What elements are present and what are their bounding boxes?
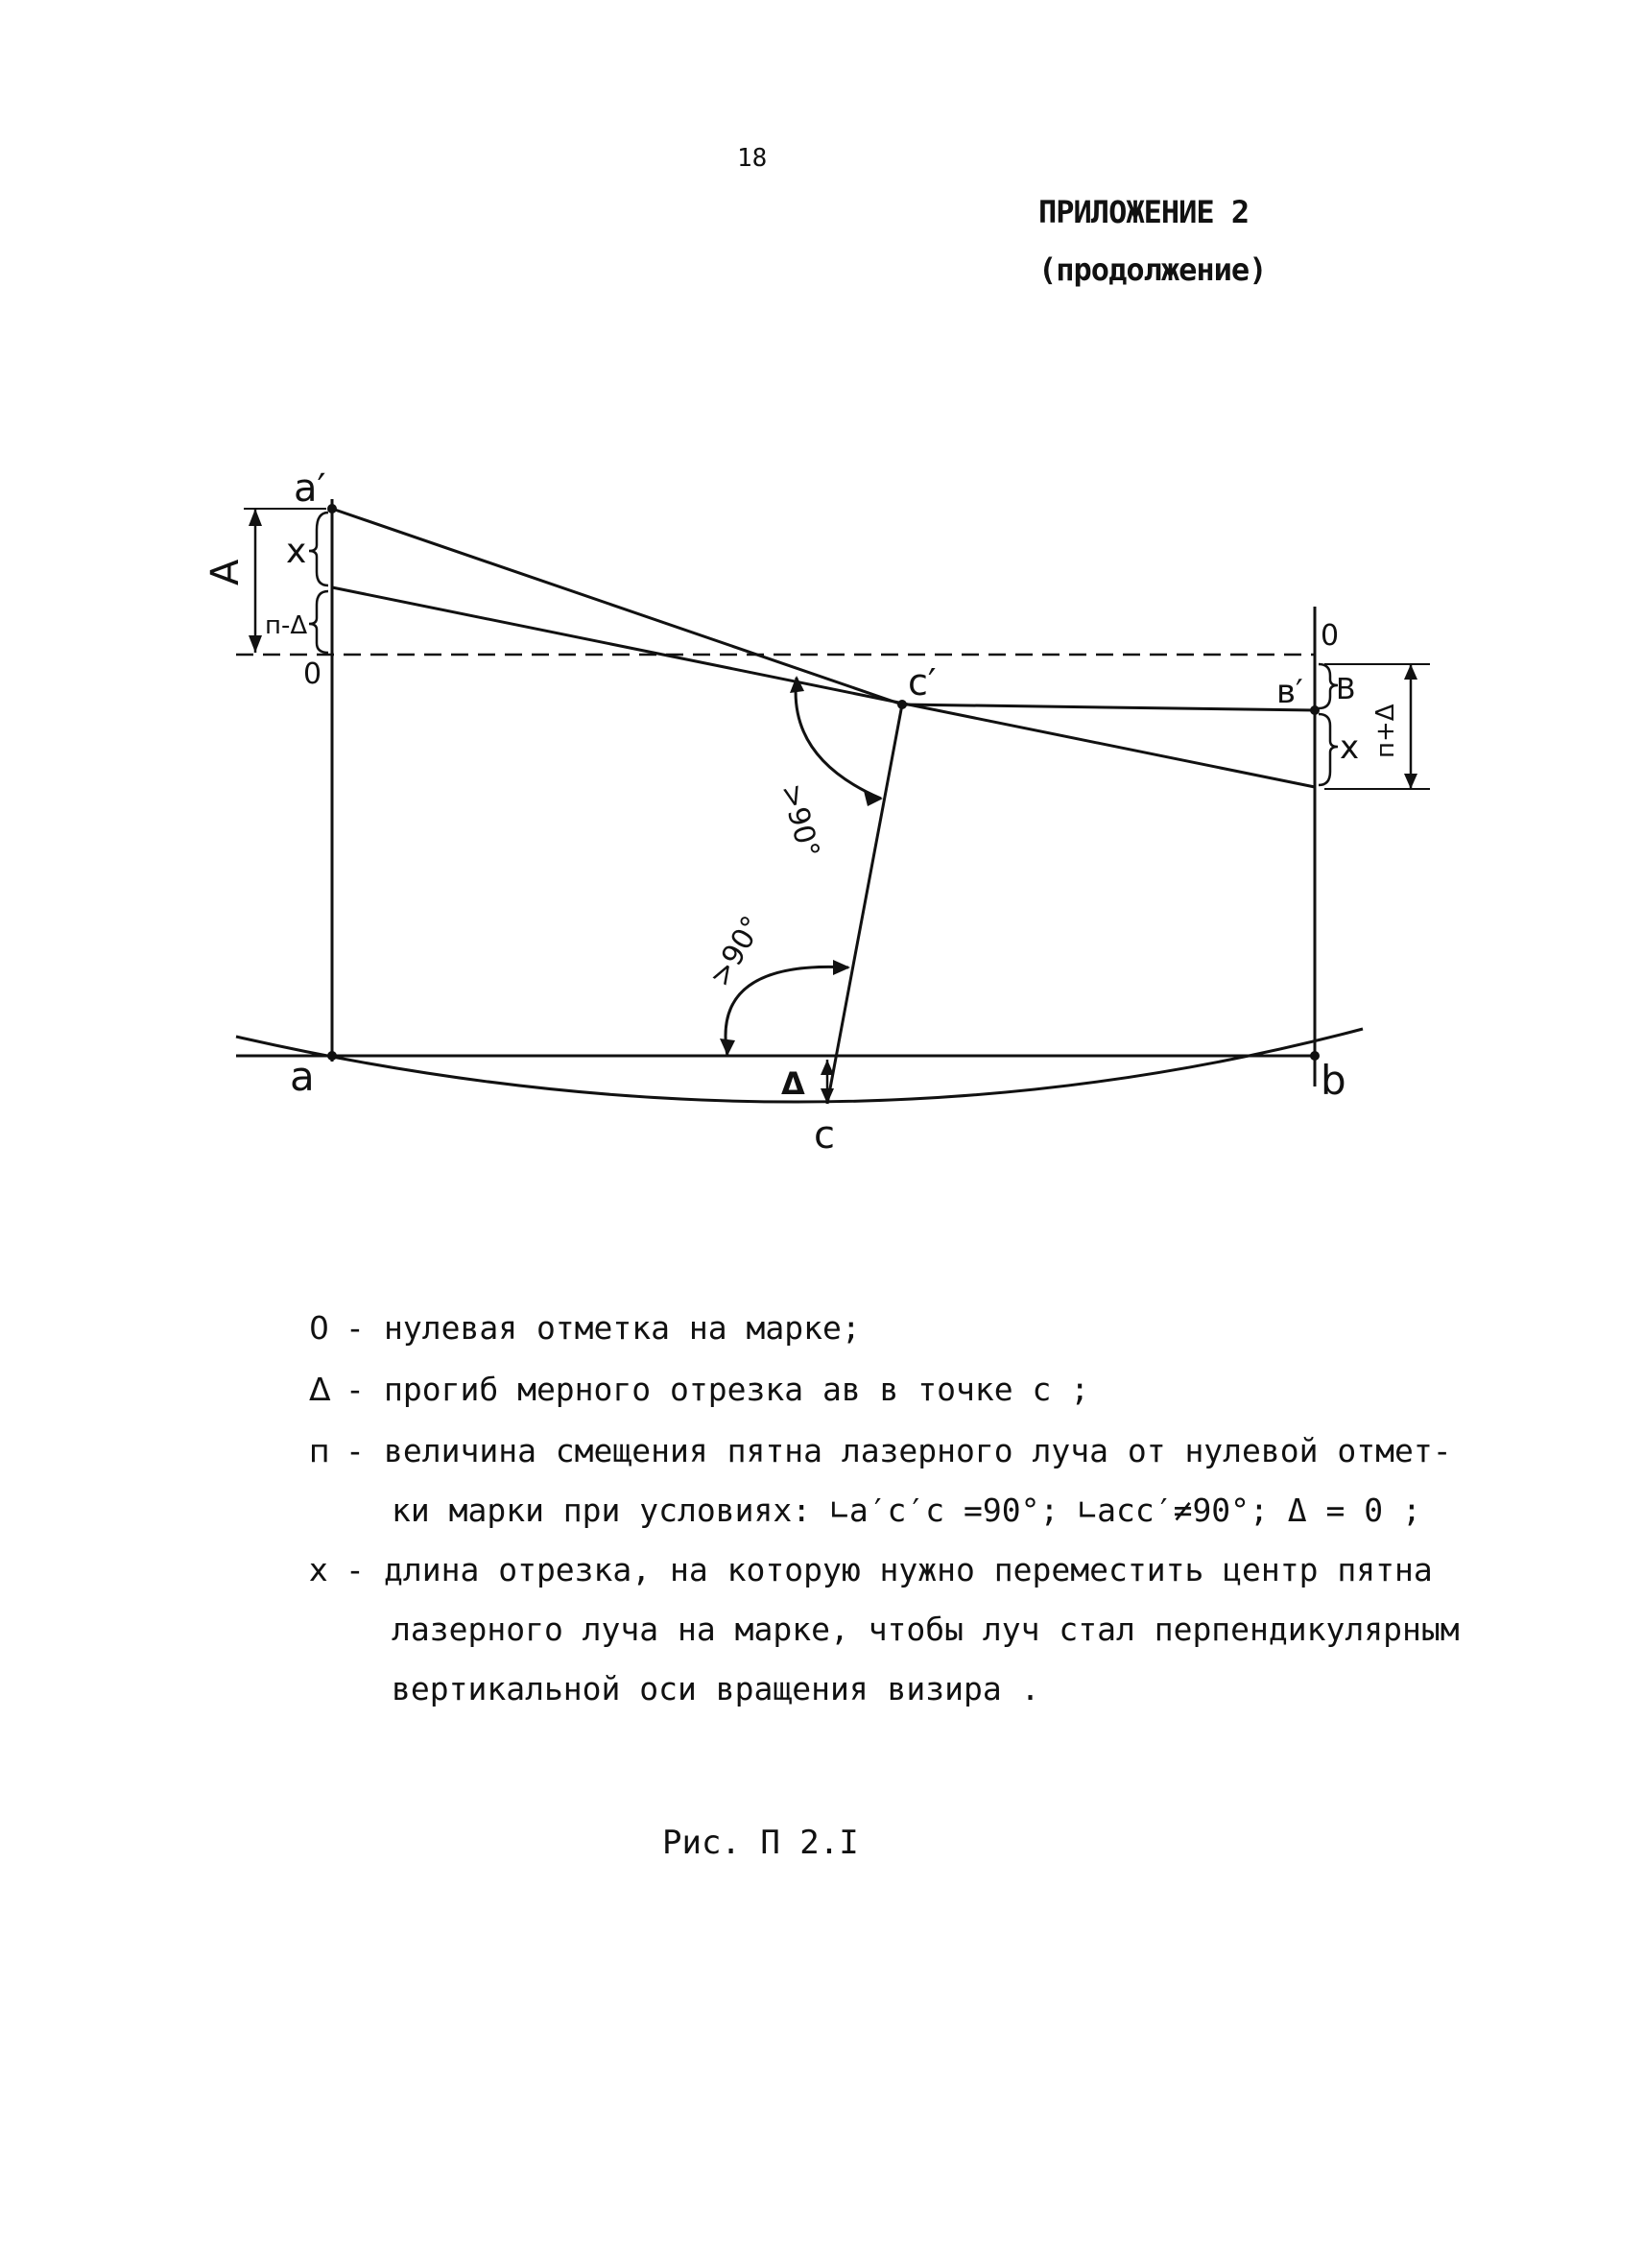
sag-curve [235, 1027, 1364, 1104]
legend-symbol: Δ [309, 1371, 331, 1408]
legend-symbol: x [309, 1551, 328, 1588]
label-zero-right: 0 [1321, 619, 1339, 653]
label-n-plus-delta: п+Δ [1371, 704, 1400, 758]
legend-zero: 0-нулевая отметка на марке; [309, 1309, 861, 1347]
x-right-brace [1318, 712, 1339, 787]
x-left-brace [308, 511, 329, 587]
n-minus-delta-brace [308, 589, 329, 655]
legend-text: величина смещения пятна лазерного луча о… [384, 1432, 1452, 1469]
label-c: c [814, 1113, 835, 1158]
label-n-minus-delta: п-Δ [265, 611, 307, 640]
B-brace [1318, 662, 1339, 710]
legend-x-continuation-2: вертикальной оси вращения визира . [392, 1670, 1040, 1707]
point-b-prime [1310, 705, 1320, 715]
beam-c-prime-b-prime [901, 703, 1316, 712]
legend-text: нулевая отметка на марке; [384, 1309, 861, 1347]
label-x-left: x [286, 532, 306, 571]
legend-text: прогиб мерного отрезка aв в точке c ; [384, 1371, 1090, 1408]
legend-symbol: 0 [309, 1309, 329, 1347]
line-c-prime-c [825, 704, 904, 1105]
lower-angle-arc [724, 965, 849, 1057]
label-c-prime: c′ [908, 661, 937, 704]
beam-a-prime-c-prime [331, 507, 903, 706]
legend-n-continuation: ки марки при условиях: ∟a′c′c =90°; ∟acc… [392, 1492, 1421, 1529]
point-a [327, 1051, 337, 1061]
legend-delta: Δ-прогиб мерного отрезка aв в точке c ; [309, 1371, 1090, 1408]
label-B: B [1336, 673, 1356, 706]
label-a: a [290, 1053, 315, 1100]
legend-n: п-величина смещения пятна лазерного луча… [309, 1432, 1452, 1469]
label-A: A [203, 559, 248, 585]
beam-lower [331, 585, 1316, 789]
label-zero-left: 0 [303, 657, 321, 691]
legend-x-continuation: лазерного луча на марке, чтобы луч стал … [392, 1611, 1460, 1648]
label-x-right: x [1340, 728, 1359, 767]
figure-caption: Рис. П 2.I [662, 1824, 859, 1862]
label-a-prime: a′ [294, 466, 326, 511]
legend-x: x-длина отрезка, на которую нужно переме… [309, 1551, 1433, 1588]
legend-text: длина отрезка, на которую нужно перемест… [384, 1551, 1433, 1588]
geometry-figure: a′ 0 0 A x п-Δ c′ в′ B x п+Δ >90° >90° Δ… [203, 466, 1430, 1158]
appendix-subtitle: (продолжение) [1038, 251, 1267, 288]
page-number: 18 [737, 144, 768, 173]
point-b [1310, 1051, 1320, 1061]
upper-angle-arc [794, 677, 882, 800]
label-b: b [1321, 1057, 1346, 1104]
appendix-title: ПРИЛОЖЕНИЕ 2 [1038, 194, 1250, 230]
label-delta: Δ [781, 1065, 805, 1102]
point-c-prime [897, 700, 907, 709]
legend-symbol: п [309, 1432, 330, 1469]
label-angle-upper: >90° [774, 780, 825, 862]
label-b-prime: в′ [1276, 673, 1303, 711]
point-a-prime [327, 504, 337, 513]
